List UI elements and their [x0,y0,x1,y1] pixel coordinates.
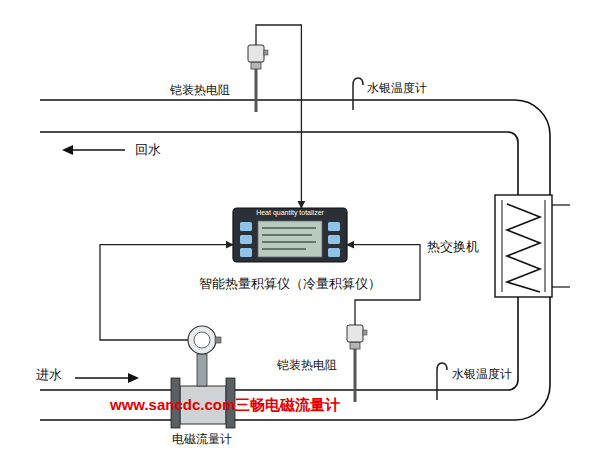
pipe-outer [40,100,550,420]
flow-arrow [72,149,125,151]
pipe-inner [40,132,518,390]
device-caption: Heat quantity totalizer [256,209,324,217]
thermometer-label: 水银温度计 [452,367,512,381]
thermometer-symbol [437,363,447,400]
thermometer-symbol [353,78,363,110]
rtd-symbol [347,325,367,402]
heat-totalizer: Heat quantity totalizer智能热量积算仪（冷量积算仪） [233,208,347,262]
device-label: 智能热量积算仪（冷量积算仪） [199,276,381,292]
signal-wire [100,245,233,340]
rtd-sensor: 铠装热电阻 [248,45,264,62]
sensor-label: 铠装热电阻 [277,358,337,372]
flowmeter: 电磁流量计 [188,326,216,354]
watermark: www.sancdc.com三畅电磁流量计 [110,396,340,414]
rtd-symbol [248,45,268,112]
flow-label: 进水 [36,367,62,383]
thermometer-label: 水银温度计 [367,81,427,95]
signal-wire [256,25,301,208]
flow-arrow-head [128,373,139,383]
heat-exchanger-symbol [495,195,570,297]
flow-arrow [75,377,129,379]
instrument-symbol [233,208,347,262]
flow-label: 回水 [135,142,161,158]
exchanger-label: 热交换机 [427,239,479,255]
rtd-sensor: 铠装热电阻 [347,325,363,342]
flow-arrow-head [62,145,73,155]
heat-exchanger: 热交换机 [495,195,552,297]
sensor-label: 铠装热电阻 [170,83,230,97]
flowmeter-label: 电磁流量计 [172,432,232,446]
